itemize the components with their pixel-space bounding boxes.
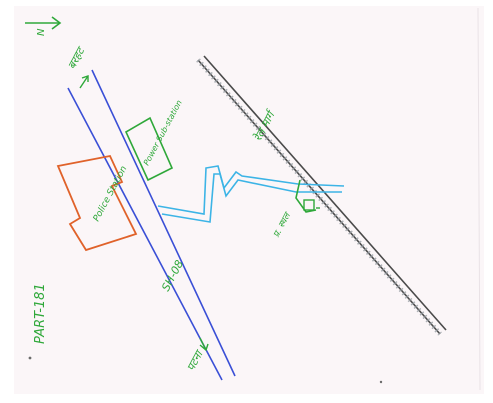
north-label: N xyxy=(36,28,47,36)
part-label: PART-181 xyxy=(33,283,48,344)
lower-arrow-icon xyxy=(199,337,209,352)
upper-arrow-icon xyxy=(79,75,89,89)
road-sh08 xyxy=(67,69,236,381)
pencil-dot xyxy=(379,380,383,384)
site-marker-icon xyxy=(295,179,320,213)
canal-line xyxy=(157,165,345,223)
pencil-dot xyxy=(28,356,32,360)
paper-edge xyxy=(477,7,481,391)
paper-sheet xyxy=(14,6,484,394)
railway-line xyxy=(196,55,447,336)
svg-text:PART-181: PART-181 xyxy=(33,283,48,344)
north-arrow-icon: N xyxy=(25,16,62,36)
